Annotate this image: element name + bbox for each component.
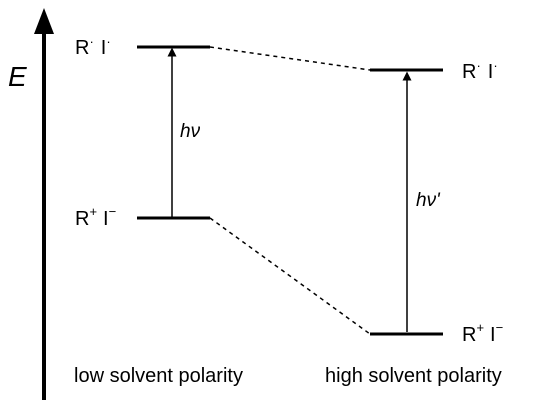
low-transition-label: hν — [180, 121, 201, 142]
high-upper-i: I — [488, 61, 494, 83]
high-polarity-caption: high solvent polarity — [325, 365, 502, 387]
high-lower-i-sup: − — [496, 320, 504, 335]
low-lower-i-sup: − — [109, 204, 117, 219]
high-upper-r-sup: · — [476, 58, 480, 73]
energy-axis-arrowhead — [34, 8, 54, 34]
high-upper-label: R·I· — [462, 58, 498, 83]
lower-correlation-line — [209, 217, 371, 335]
low-upper-i-sup: · — [106, 34, 110, 49]
low-polarity-caption: low solvent polarity — [74, 365, 243, 387]
high-lower-i: I — [490, 324, 496, 346]
low-upper-r-sup: · — [89, 34, 93, 49]
high-transition-label: hν' — [416, 190, 441, 211]
low-lower-label: R+ I− — [75, 204, 116, 230]
low-upper-label: R·I· — [75, 34, 111, 59]
high-upper-r: R — [462, 61, 476, 83]
high-lower-label: R+ I− — [462, 320, 503, 346]
low-polarity-group: R·I· R+I− hν — [75, 34, 210, 230]
low-lower-i: I — [103, 208, 109, 230]
high-lower-r-sup: + — [476, 320, 484, 335]
energy-axis: E — [8, 8, 54, 400]
low-lower-r-sup: + — [89, 204, 97, 219]
upper-correlation-line — [209, 46, 371, 71]
low-lower-r: R — [75, 208, 89, 230]
low-upper-r: R — [75, 37, 89, 59]
high-upper-i-sup: · — [493, 58, 497, 73]
high-lower-r: R — [462, 324, 476, 346]
energy-axis-label: E — [8, 61, 27, 92]
high-polarity-group: R·I· R+I− hν' — [370, 58, 503, 346]
low-upper-i: I — [101, 37, 107, 59]
